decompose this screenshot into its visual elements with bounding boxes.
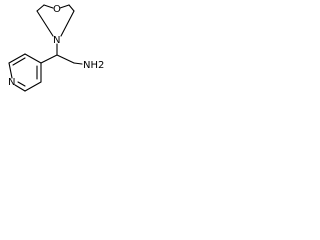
bond-ch-ring — [40, 54, 58, 64]
bond-py-2 — [24, 81, 42, 92]
atom-labels: O N N NH2 — [8, 4, 104, 88]
bond-c4-n — [60, 10, 75, 37]
bond-n-c1 — [36, 10, 54, 37]
bond-py-5-inner — [12, 57, 26, 66]
pyridine-ring — [8, 53, 42, 92]
bond-py-3 — [14, 84, 26, 92]
bond-py-3-inner — [17, 81, 26, 87]
bond-py-6 — [24, 53, 42, 64]
morpholine-ring — [36, 4, 75, 37]
bond-c3-c4 — [68, 4, 75, 12]
bond-c1-c2 — [36, 4, 45, 12]
bond-py-4 — [8, 62, 13, 79]
bond-c2-o — [43, 4, 54, 9]
structure-canvas: O N N NH2 — [8, 4, 104, 92]
linker-bonds — [40, 43, 83, 65]
morpholine-nitrogen-label: N — [53, 35, 60, 46]
bond-py-5 — [8, 53, 26, 64]
bond-ch2-nh2 — [73, 62, 83, 65]
bond-o-c3 — [59, 4, 70, 9]
amine-label: NH2 — [83, 60, 104, 71]
bond-ch-ch2 — [56, 54, 75, 64]
oxygen-label: O — [53, 4, 61, 15]
pyridine-nitrogen-label: N — [8, 77, 15, 88]
